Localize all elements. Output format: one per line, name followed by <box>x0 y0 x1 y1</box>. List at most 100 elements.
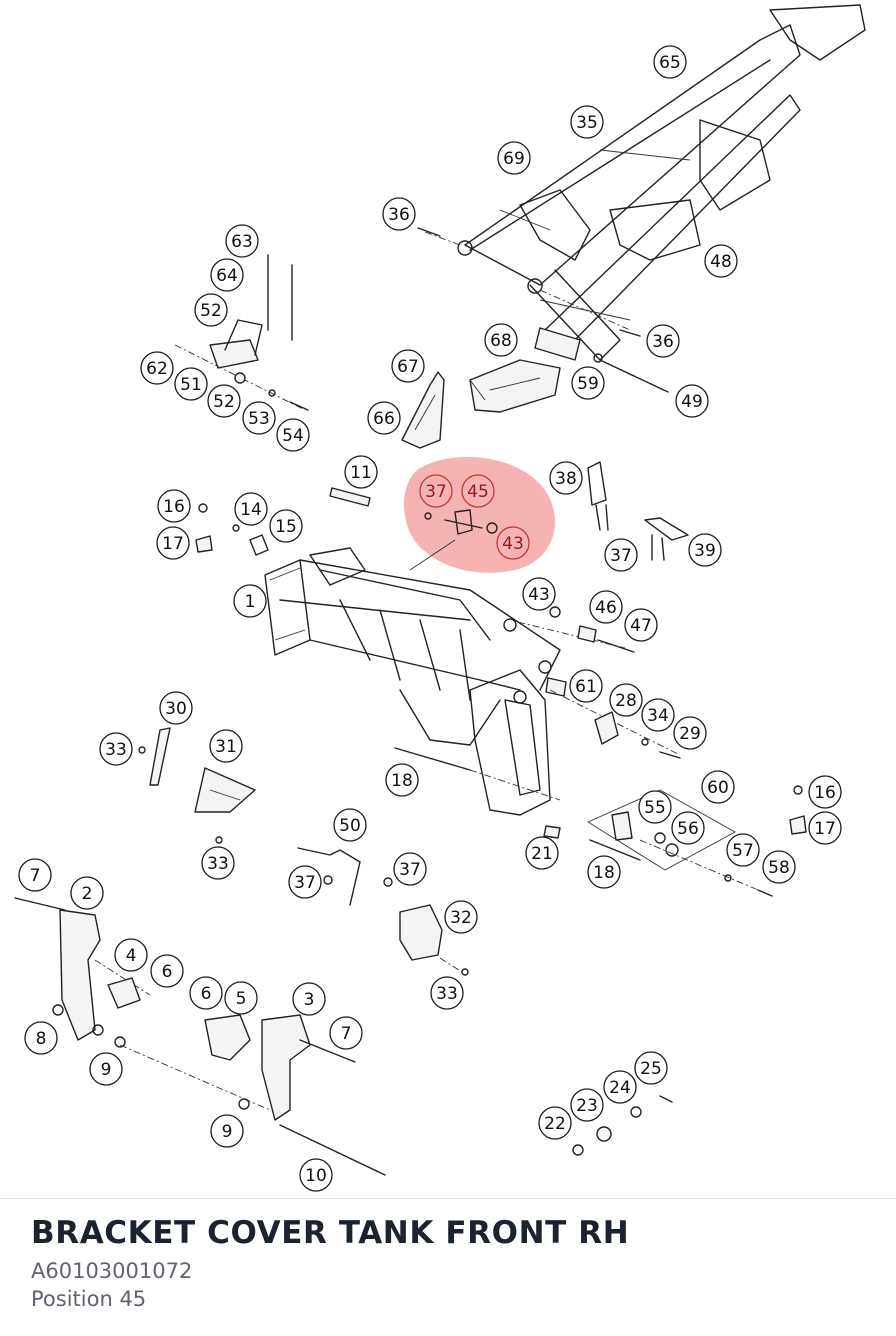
callout-38[interactable]: 38 <box>549 461 583 495</box>
callout-28[interactable]: 28 <box>609 683 643 717</box>
rear-subframe[interactable] <box>457 4 866 361</box>
callout-34[interactable]: 34 <box>641 698 675 732</box>
callout-60[interactable]: 60 <box>701 770 735 804</box>
callout-37[interactable]: 37 <box>393 852 427 886</box>
callout-57[interactable]: 57 <box>726 833 760 867</box>
callout-24[interactable]: 24 <box>603 1070 637 1104</box>
spacer-49[interactable] <box>534 327 669 393</box>
callout-8[interactable]: 8 <box>24 1021 58 1055</box>
callout-39[interactable]: 39 <box>688 533 722 567</box>
callout-33[interactable]: 33 <box>430 976 464 1010</box>
nut-33b[interactable] <box>215 836 223 844</box>
cover-32[interactable] <box>399 904 469 976</box>
callout-23[interactable]: 23 <box>570 1088 604 1122</box>
callout-65[interactable]: 65 <box>653 45 687 79</box>
callout-58[interactable]: 58 <box>762 850 796 884</box>
main-frame[interactable] <box>264 547 561 816</box>
clamp-15[interactable] <box>232 524 269 556</box>
callout-52[interactable]: 52 <box>194 293 228 327</box>
bracket-cover-tank-45[interactable] <box>409 509 498 571</box>
callout-43[interactable]: 43 <box>496 526 530 560</box>
footrest-bracket-2[interactable] <box>14 897 104 1041</box>
callout-69[interactable]: 69 <box>497 141 531 175</box>
footrest-bracket-3[interactable] <box>261 1014 356 1121</box>
callout-45[interactable]: 45 <box>461 474 495 508</box>
bolt-18b[interactable] <box>589 839 641 861</box>
fasteners-22-25[interactable] <box>572 1095 673 1156</box>
callout-63[interactable]: 63 <box>225 224 259 258</box>
bolt-10[interactable] <box>279 1124 386 1176</box>
callout-61[interactable]: 61 <box>569 669 603 703</box>
bushing-9a[interactable] <box>114 1036 126 1048</box>
callout-18[interactable]: 18 <box>587 855 621 889</box>
callout-47[interactable]: 47 <box>624 608 658 642</box>
callout-53[interactable]: 53 <box>242 401 276 435</box>
callout-16[interactable]: 16 <box>808 775 842 809</box>
callout-35[interactable]: 35 <box>570 105 604 139</box>
callout-49[interactable]: 49 <box>675 384 709 418</box>
callout-21[interactable]: 21 <box>525 836 559 870</box>
callout-4[interactable]: 4 <box>114 938 148 972</box>
callout-43[interactable]: 43 <box>522 577 556 611</box>
bracket-66[interactable] <box>401 371 445 449</box>
callout-64[interactable]: 64 <box>210 258 244 292</box>
callout-16[interactable]: 16 <box>157 489 191 523</box>
callout-54[interactable]: 54 <box>276 418 310 452</box>
callout-14[interactable]: 14 <box>234 492 268 526</box>
bolt-36b[interactable] <box>619 329 641 337</box>
callout-15[interactable]: 15 <box>269 509 303 543</box>
callout-56[interactable]: 56 <box>671 811 705 845</box>
bracket-62-group[interactable] <box>174 254 309 411</box>
callout-33[interactable]: 33 <box>201 846 235 880</box>
screw-33a[interactable] <box>138 746 146 754</box>
callout-22[interactable]: 22 <box>538 1106 572 1140</box>
callout-3[interactable]: 3 <box>292 982 326 1016</box>
callout-11[interactable]: 11 <box>344 455 378 489</box>
cover-68[interactable] <box>469 359 561 413</box>
callout-50[interactable]: 50 <box>333 808 367 842</box>
bushing-46-group[interactable] <box>517 606 635 653</box>
bracket-5[interactable] <box>204 1014 251 1061</box>
callout-52[interactable]: 52 <box>207 384 241 418</box>
callout-6[interactable]: 6 <box>189 976 223 1010</box>
callout-30[interactable]: 30 <box>159 691 193 725</box>
callout-17[interactable]: 17 <box>808 811 842 845</box>
callout-51[interactable]: 51 <box>174 367 208 401</box>
callout-67[interactable]: 67 <box>391 349 425 383</box>
bolt-36a[interactable] <box>417 227 441 237</box>
bushing-assembly-60[interactable] <box>587 789 773 897</box>
bracket-38[interactable] <box>587 461 609 531</box>
callout-37[interactable]: 37 <box>419 474 453 508</box>
callout-17[interactable]: 17 <box>156 526 190 560</box>
callout-1[interactable]: 1 <box>233 584 267 618</box>
callout-32[interactable]: 32 <box>444 900 478 934</box>
clip-17b[interactable] <box>789 815 807 835</box>
callout-37[interactable]: 37 <box>604 538 638 572</box>
callout-10[interactable]: 10 <box>299 1158 333 1192</box>
nut-16b[interactable] <box>793 785 803 795</box>
cover-30[interactable] <box>149 727 171 786</box>
callout-36[interactable]: 36 <box>382 197 416 231</box>
callout-5[interactable]: 5 <box>224 981 258 1015</box>
bush-21[interactable] <box>543 825 561 839</box>
callout-37[interactable]: 37 <box>288 865 322 899</box>
callout-7[interactable]: 7 <box>329 1016 363 1050</box>
callout-7[interactable]: 7 <box>18 858 52 892</box>
callout-68[interactable]: 68 <box>484 323 518 357</box>
callout-36[interactable]: 36 <box>646 324 680 358</box>
bracket-50[interactable] <box>297 847 393 906</box>
callout-6[interactable]: 6 <box>150 954 184 988</box>
callout-9[interactable]: 9 <box>210 1114 244 1148</box>
callout-31[interactable]: 31 <box>209 729 243 763</box>
callout-2[interactable]: 2 <box>70 876 104 910</box>
callout-46[interactable]: 46 <box>589 590 623 624</box>
callout-55[interactable]: 55 <box>638 790 672 824</box>
cover-31[interactable] <box>194 767 256 813</box>
callout-33[interactable]: 33 <box>99 732 133 766</box>
callout-62[interactable]: 62 <box>140 351 174 385</box>
clamp-28-group[interactable] <box>545 677 681 759</box>
callout-66[interactable]: 66 <box>367 401 401 435</box>
clip-17a[interactable] <box>195 535 213 553</box>
washer-8[interactable] <box>52 1004 64 1016</box>
callout-48[interactable]: 48 <box>704 244 738 278</box>
